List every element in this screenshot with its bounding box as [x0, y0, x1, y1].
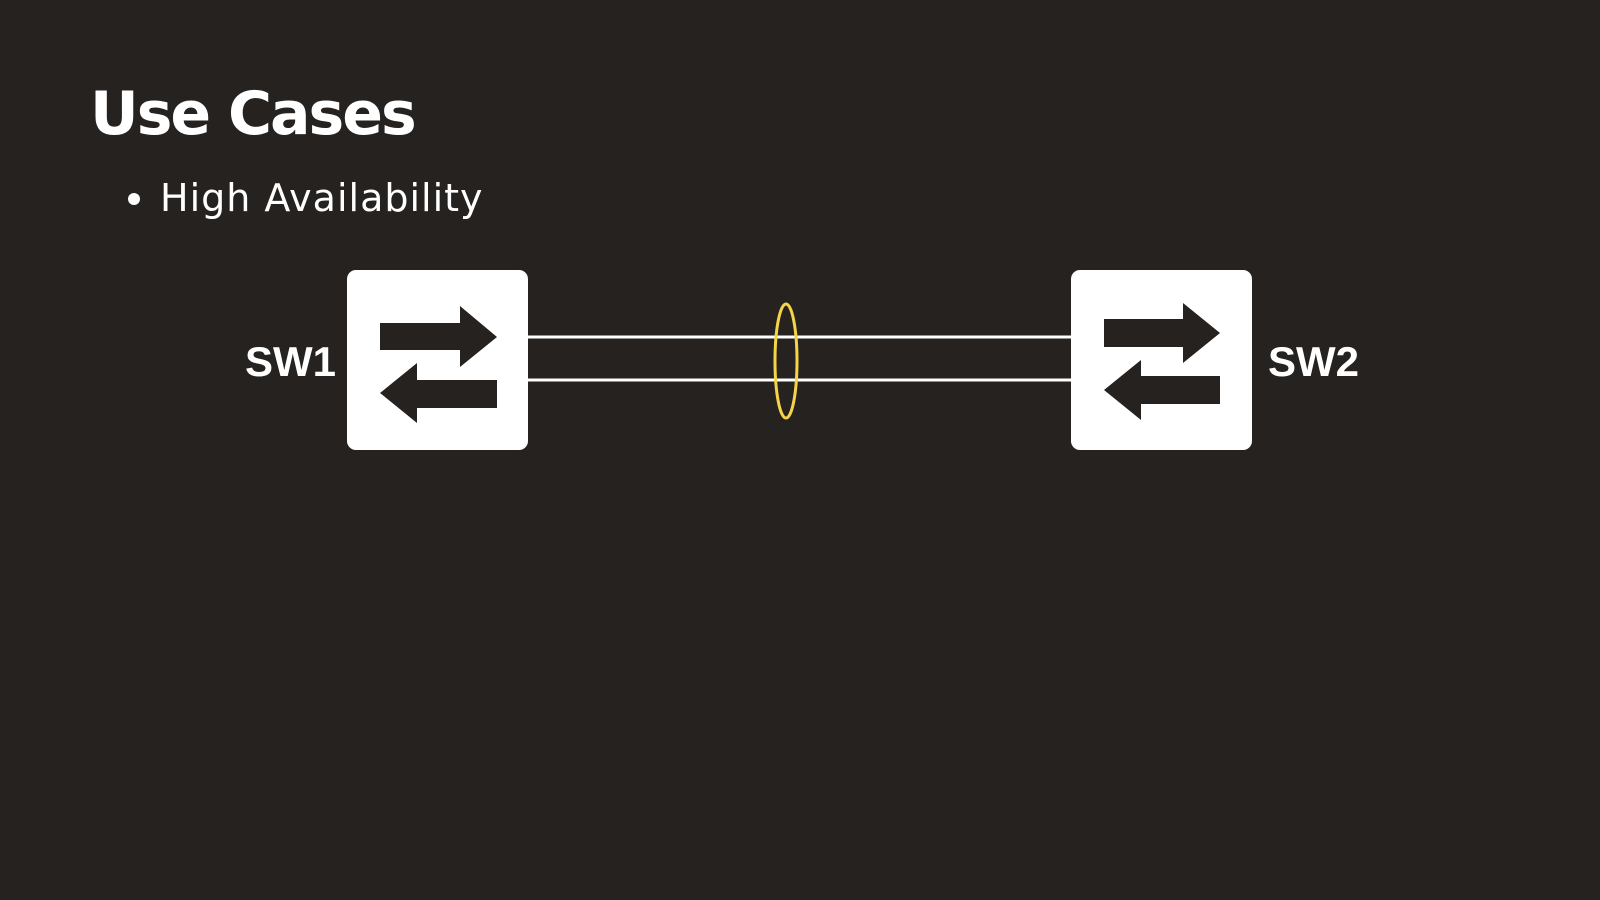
- bullet-item: High Availability: [128, 176, 484, 222]
- slide-title: Use Cases: [90, 79, 417, 149]
- port-channel-ellipse-icon: [773, 302, 799, 420]
- bullet-list: High Availability: [128, 176, 484, 222]
- switch-label-sw2: SW2: [1268, 338, 1359, 385]
- bullet-text: High Availability: [160, 176, 484, 220]
- switch-label-sw1: SW1: [245, 338, 336, 385]
- switch-icon: [347, 270, 528, 450]
- bullet-dot-icon: [128, 192, 140, 205]
- switch-icon: [1071, 270, 1252, 450]
